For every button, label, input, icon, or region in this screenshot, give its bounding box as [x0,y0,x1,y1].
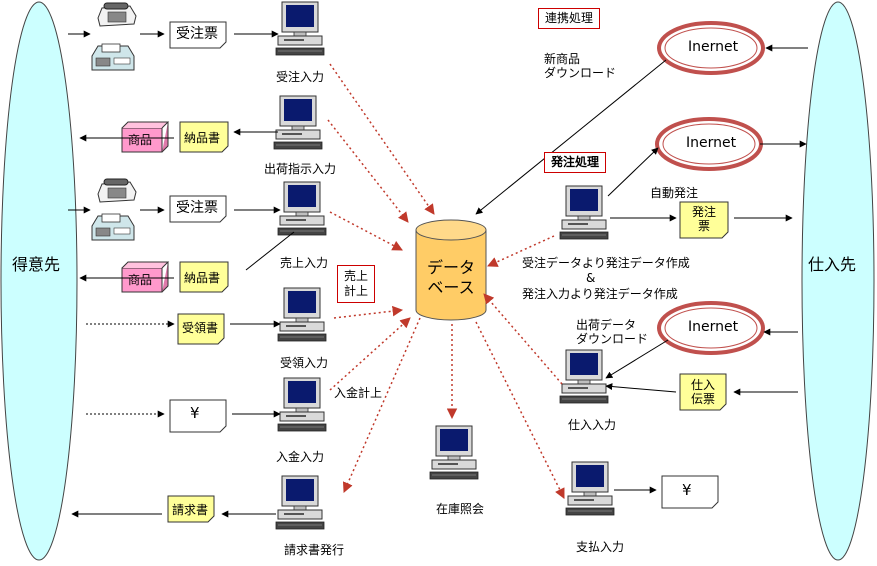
yen-doc-left [169,399,227,433]
po-note-line1: 受注データより発注データ作成 [522,256,690,270]
computer-terminal-icon [277,377,327,432]
goods-2-label: 商品 [128,273,153,287]
computer-terminal-icon [275,475,325,530]
goods-box-2 [121,261,170,293]
database-label-line2: ベース [427,278,475,297]
telephone-icon [97,2,137,27]
delivery-note-2 [179,261,229,293]
order-slip-1-label: 受注票 [176,26,218,42]
computer-terminal-icon [429,425,479,480]
supplier-ellipse [801,1,875,561]
delivery-note-1-label: 納品書 [184,131,221,145]
order-slip-1 [169,21,227,49]
auto-order-label: 自動発注 [650,186,699,200]
delivery-note-2-label: 納品書 [184,271,221,285]
computer-terminal-icon [275,1,325,56]
database-label: データ ベース [418,258,484,298]
computer-terminal-icon [559,349,609,404]
computer-terminal-icon [273,95,323,150]
customer-label: 得意先 [12,255,61,274]
yen-right-label: ¥ [682,481,692,499]
internet-1-label: Inernet [688,39,739,55]
internet-oval-3 [657,301,765,355]
receipt-doc [177,313,225,345]
terminal-sales-entry-label: 売上入力 [279,256,328,270]
terminal-order-entry-label: 受注入力 [275,70,324,84]
customer-ellipse [0,1,78,561]
po-note-line2: 発注入力より発注データ作成 [522,287,678,301]
goods-box-1 [121,121,170,153]
po-slip-label: 発注 票 [691,205,716,233]
terminal-payment-out-label: 支払入力 [575,540,624,554]
purchase-slip-doc [679,373,727,411]
yen-left-label: ¥ [190,404,200,422]
goods-1-label: 商品 [128,133,153,147]
terminal-payment-entry-label: 入金入力 [275,450,324,464]
fax-icon [91,213,135,241]
ship-download-label: 出荷データ ダウンロード [576,318,649,346]
invoice-label: 請求書 [172,503,209,517]
new-product-download-label: 新商品 ダウンロード [544,52,617,80]
computer-terminal-icon [565,461,615,516]
po-processing-box: 発注処理 [544,152,607,173]
payment-posting-label: 入金計上 [334,386,383,400]
terminal-receipt-entry-label: 受領入力 [279,356,328,370]
po-slip-doc [679,201,729,239]
integration-box: 連携処理 [538,8,601,29]
computer-terminal-icon [277,287,327,342]
delivery-note-1 [179,121,229,153]
po-note-amp: & [586,271,596,285]
receipt-label: 受領書 [182,321,219,335]
computer-terminal-icon [559,185,609,240]
telephone-icon [97,178,137,203]
terminal-stock-inquiry-label: 在庫照会 [435,502,484,516]
supplier-label: 仕入先 [808,255,857,274]
order-slip-2 [169,195,227,223]
internet-oval-1 [657,21,765,75]
database-label-line1: データ [426,258,475,277]
database-cylinder-icon [415,219,487,321]
yen-doc-right [661,475,719,509]
purchase-slip-label: 仕入 伝票 [690,378,715,406]
sales-posting-box: 売上 計上 [337,265,376,303]
fax-icon [91,43,135,71]
terminal-purchase-entry-label: 仕入入力 [567,418,616,432]
computer-terminal-icon [277,181,327,236]
line-sales-to-delivery [245,231,295,271]
terminal-ship-instruction-label: 出荷指示入力 [263,162,336,176]
internet-2-label: Inernet [686,135,737,151]
order-slip-2-label: 受注票 [176,200,218,216]
terminal-invoice-issue-label: 請求書発行 [283,543,344,557]
invoice-doc [167,495,215,523]
internet-3-label: Inernet [688,319,739,335]
